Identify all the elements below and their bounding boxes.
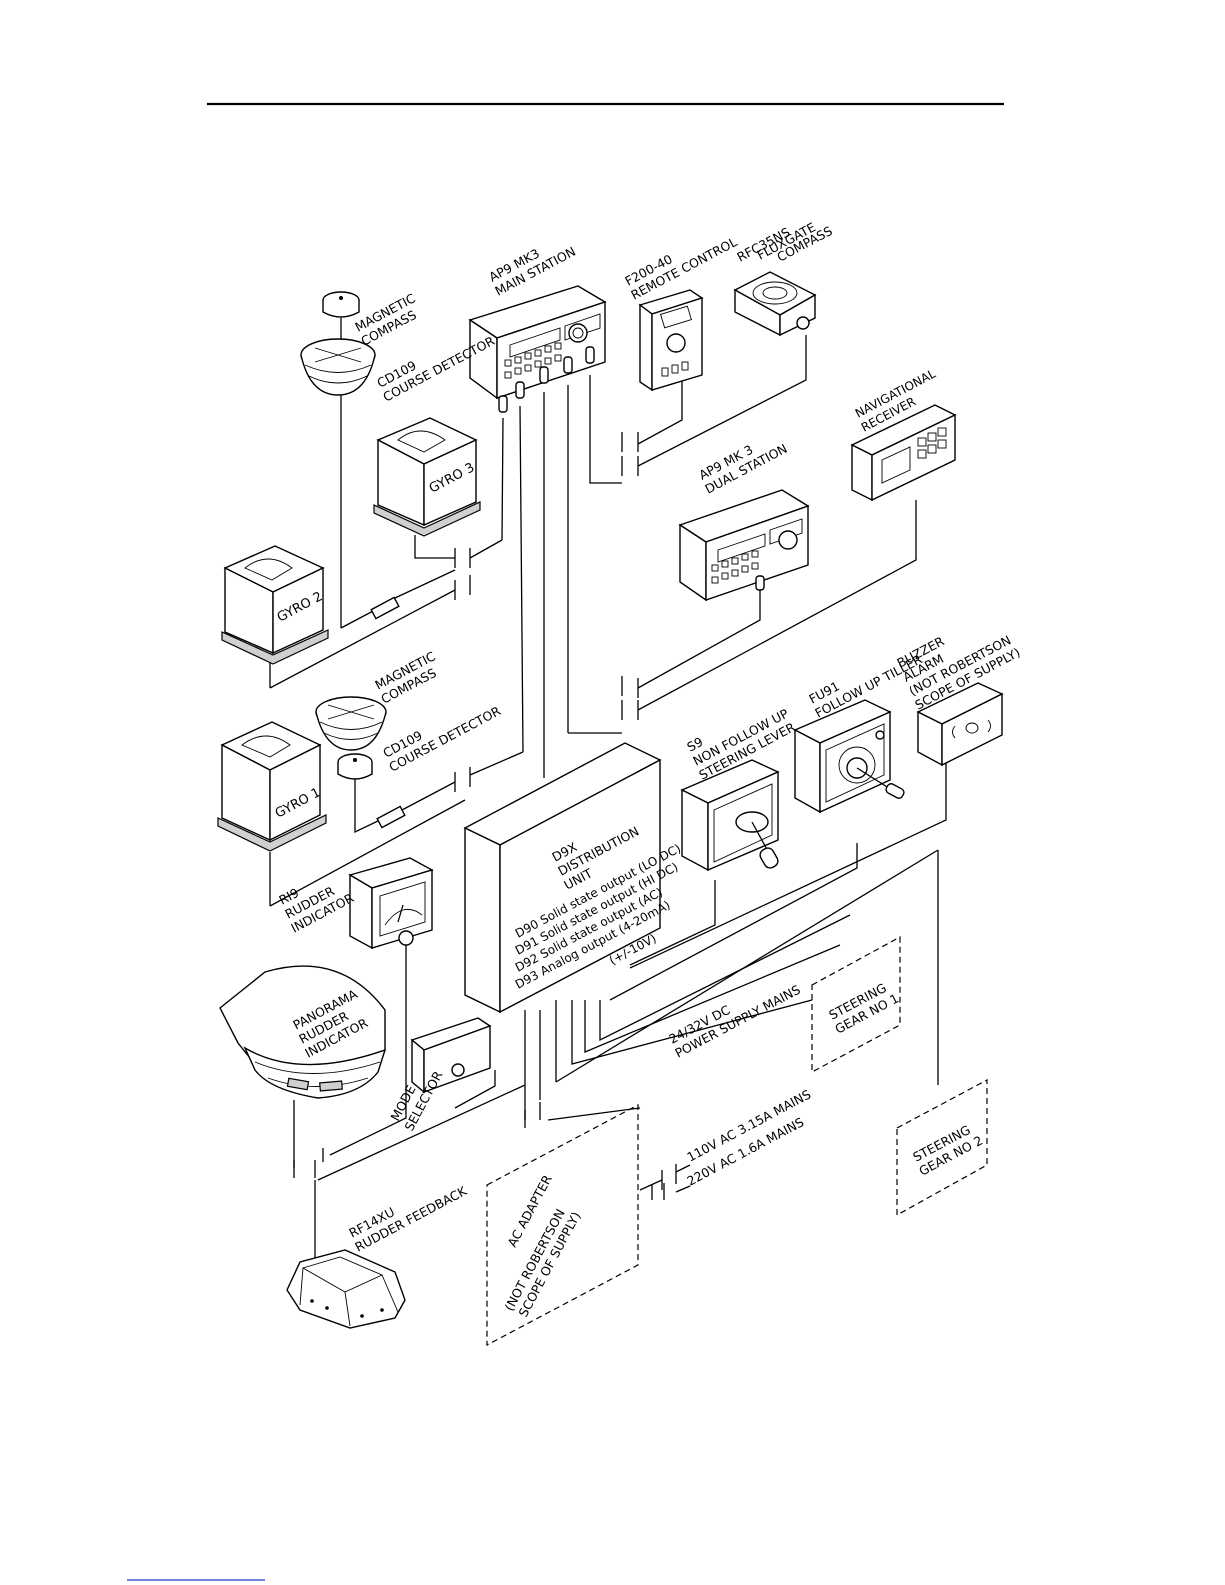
ac-adapter: [486, 1104, 639, 1346]
wiring: [269, 318, 947, 1262]
ap9-main-station: [468, 285, 607, 413]
ri9-rudder-indicator: [348, 857, 434, 950]
panorama-rudder-indicator: [219, 965, 387, 1099]
s9-label-1: S9: [684, 734, 705, 755]
f200-remote-control: [638, 289, 704, 392]
magnetic-compass-bottom: [315, 696, 387, 780]
gyro-1: [217, 721, 327, 852]
gyro-3: [373, 417, 481, 537]
mode-selector: [410, 1017, 492, 1094]
rfc35-fluxgate-compass: [733, 271, 817, 337]
navigational-receiver: [850, 404, 957, 502]
ap9-dual-station: [678, 489, 810, 602]
rf14xu-rudder-feedback: [286, 1249, 406, 1329]
buzzer-alarm: [916, 682, 1004, 767]
gyro-2: [221, 545, 329, 665]
fu91-follow-up-tiller: [793, 699, 905, 814]
magnetic-compass-top: [300, 291, 376, 396]
s9-steering-lever: [680, 759, 780, 872]
d9x-distribution-unit: [463, 742, 662, 1014]
